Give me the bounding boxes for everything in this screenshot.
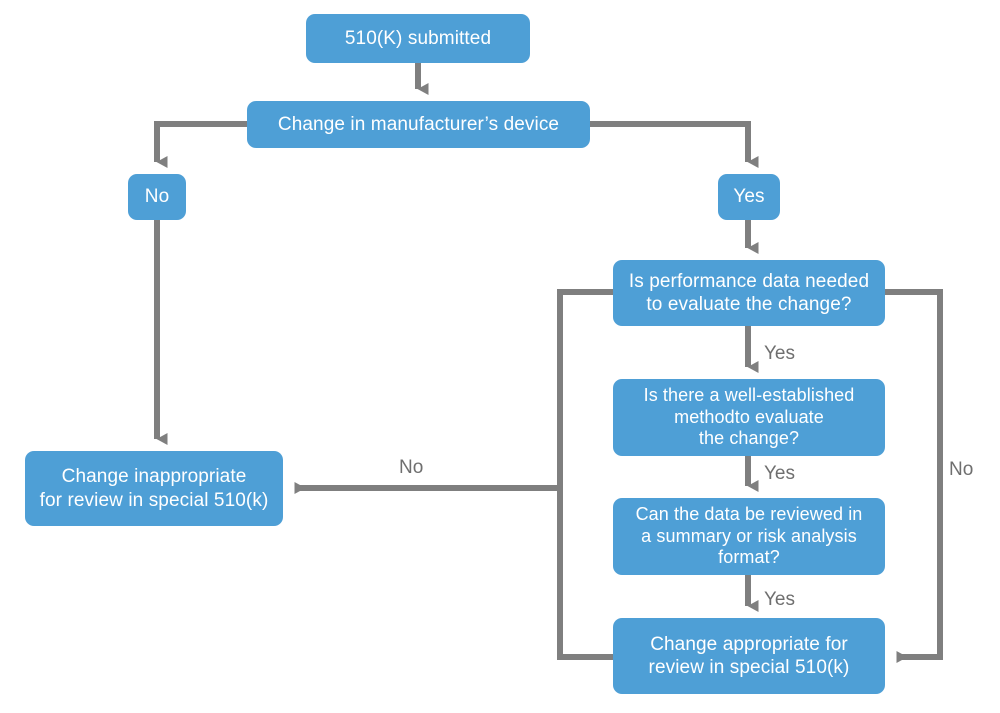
connector-left-decision-spine — [557, 289, 613, 660]
connector-change-device-to-no — [154, 121, 247, 168]
edge-label-yes-method-to-summary: Yes — [764, 463, 795, 484]
node-label: No — [144, 186, 170, 208]
node-label: Change in manufacturer’s device — [277, 113, 560, 135]
node-label: Change appropriate for review in special… — [648, 633, 850, 678]
edge-label-no-right-loop: No — [949, 459, 974, 480]
node-branch-yes[interactable]: Yes — [718, 174, 780, 220]
edge-label-yes-summary-to-appropriate: Yes — [764, 589, 795, 610]
edge-label-yes-performance-to-method: Yes — [764, 343, 795, 364]
node-510k-submitted[interactable]: 510(K) submitted — [306, 14, 530, 63]
node-change-inappropriate-special-510k[interactable]: Change inappropriate for review in speci… — [25, 451, 283, 526]
node-label: 510(K) submitted — [344, 27, 492, 49]
node-can-data-be-reviewed-summary-risk[interactable]: Can the data be reviewed in a summary or… — [613, 498, 885, 575]
edge-label-no-left-loop: No — [399, 457, 424, 478]
node-change-appropriate-special-510k[interactable]: Change appropriate for review in special… — [613, 618, 885, 694]
node-label: Is there a well-established methodto eva… — [643, 384, 855, 449]
connector-performance-no-to-appropriate — [885, 289, 943, 663]
node-is-there-well-established-method[interactable]: Is there a well-established methodto eva… — [613, 379, 885, 456]
node-branch-no[interactable]: No — [128, 174, 186, 220]
node-label: Yes — [733, 186, 765, 208]
connector-change-device-to-yes — [590, 121, 759, 168]
node-label: Is performance data needed to evaluate t… — [628, 270, 870, 315]
node-label: Change inappropriate for review in speci… — [39, 466, 269, 511]
node-change-in-manufacturers-device[interactable]: Change in manufacturer’s device — [247, 101, 590, 148]
node-label: Can the data be reviewed in a summary or… — [635, 503, 863, 568]
node-is-performance-data-needed[interactable]: Is performance data needed to evaluate t… — [613, 260, 885, 326]
